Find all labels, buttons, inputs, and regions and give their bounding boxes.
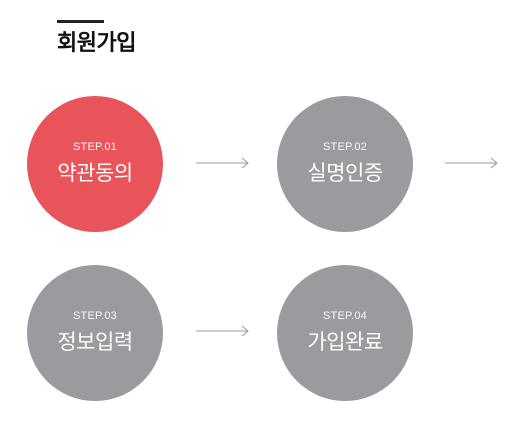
step-3-number: STEP.03 — [72, 310, 117, 322]
step-1-number: STEP.01 — [72, 141, 117, 153]
page-title: 회원가입 — [57, 31, 136, 56]
arrow-right-icon — [196, 157, 249, 169]
step-4-circle: STEP.04 가입완료 — [277, 265, 413, 401]
arrow-right-icon — [196, 325, 249, 337]
step-1-label: 약관동의 — [57, 161, 133, 185]
arrow-right-icon — [445, 157, 498, 169]
step-2-label: 실명인증 — [307, 161, 383, 185]
step-4-label: 가입완료 — [307, 330, 383, 354]
title-accent-bar — [57, 20, 104, 23]
step-3-label: 정보입력 — [57, 330, 133, 354]
step-3-circle: STEP.03 정보입력 — [27, 265, 163, 401]
step-4-number: STEP.04 — [322, 310, 367, 322]
step-2-circle: STEP.02 실명인증 — [277, 96, 413, 232]
step-2-number: STEP.02 — [322, 141, 367, 153]
step-1-circle: STEP.01 약관동의 — [27, 96, 163, 232]
